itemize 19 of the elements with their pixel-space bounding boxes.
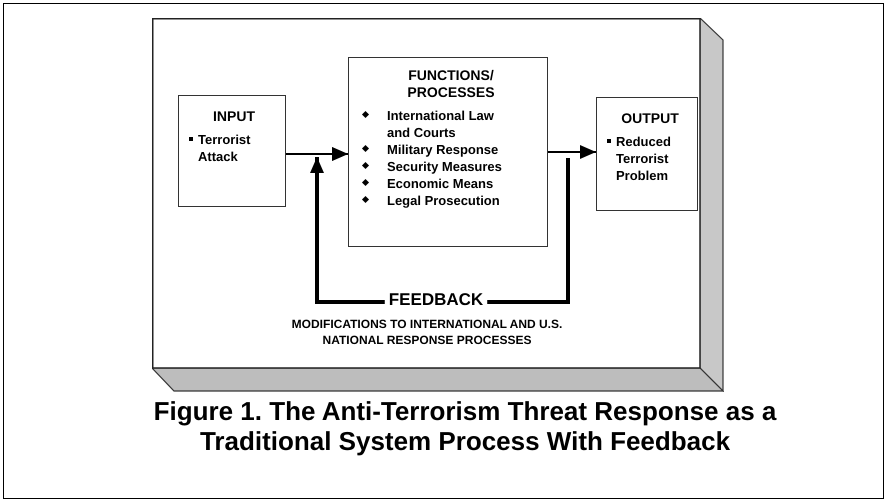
list-item: Economic Means	[387, 175, 494, 192]
list-item: International Law and Courts	[387, 107, 495, 141]
panel-note: MODIFICATIONS TO INTERNATIONAL AND U.S. NATIONAL RESPONSE PROCESSES	[290, 316, 564, 348]
list-item: Legal Prosecution	[387, 192, 501, 209]
input-box	[178, 95, 286, 207]
list-item: Military Response	[387, 141, 500, 158]
feedback-label: FEEDBACK	[388, 289, 484, 311]
box-heading: FUNCTIONS/ PROCESSES	[406, 67, 496, 101]
figure-caption: Figure 1. The Anti-Terrorism Threat Response as a Traditional System Process With Feedback	[152, 396, 778, 456]
box-heading: INPUT	[212, 108, 256, 125]
list-item: Reduced Terrorist Problem	[616, 133, 672, 184]
arrow	[548, 145, 596, 159]
output-box	[596, 97, 698, 211]
feedback-line	[487, 158, 570, 304]
box-heading: OUTPUT	[620, 110, 680, 127]
list-item: Security Measures	[387, 158, 503, 175]
list-item: Terrorist Attack	[198, 131, 252, 165]
process-box	[348, 57, 548, 247]
feedback-arrow	[310, 147, 385, 304]
